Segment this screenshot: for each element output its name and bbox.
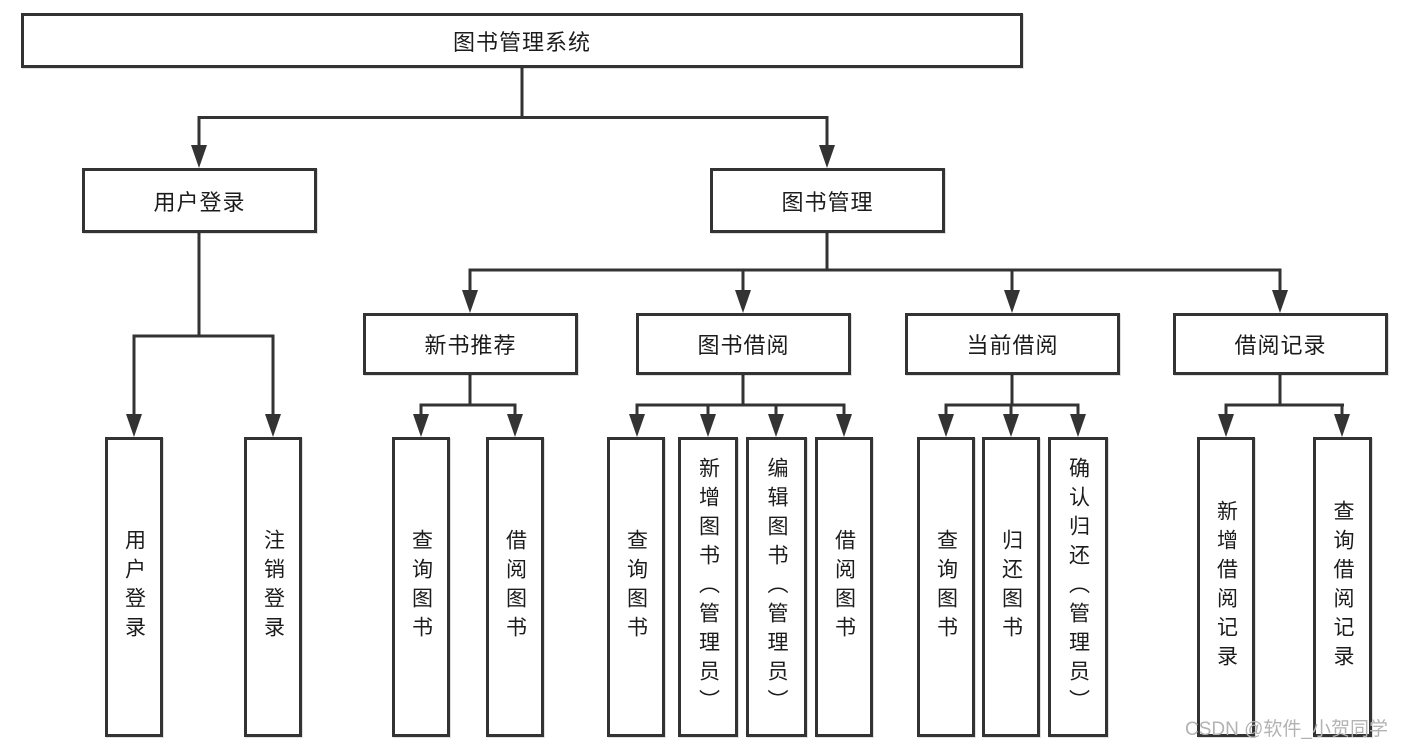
node-label: 图书管理系统 [452, 29, 591, 55]
node-label: 当前借阅 [966, 333, 1059, 358]
leaf-label: 查询借阅记录 [1331, 500, 1354, 674]
leaf-add-books-admin: 新增图书（管理员） [678, 437, 738, 737]
node-current-borrow: 当前借阅 [905, 313, 1120, 375]
leaf-label: 借阅图书 [503, 529, 527, 645]
csdn-watermark: CSDN @软件_小贺同学 [1185, 719, 1388, 740]
arrowheads [126, 145, 1350, 437]
leaf-label: 新增借阅记录 [1214, 500, 1238, 674]
node-new-book-recommend: 新书推荐 [363, 313, 578, 375]
leaf-query-books-borrow: 查询图书 [607, 437, 665, 737]
leaf-label: 借阅图书 [832, 529, 856, 645]
leaf-label: 注销登录 [261, 529, 285, 645]
leaf-logout: 注销登录 [244, 437, 302, 737]
node-label: 图书借阅 [697, 333, 790, 358]
node-book-management: 图书管理 [710, 168, 945, 233]
leaf-label: 查询图书 [409, 529, 433, 645]
leaf-borrow-books-recommend: 借阅图书 [486, 437, 544, 737]
leaf-query-books-current: 查询图书 [917, 437, 975, 737]
leaf-label: 确认归还（管理员） [1066, 456, 1090, 718]
leaf-confirm-return-admin: 确认归还（管理员） [1048, 437, 1108, 737]
node-library-management-system: 图书管理系统 [21, 13, 1023, 68]
node-label: 新书推荐 [424, 333, 517, 358]
leaf-query-books-recommend: 查询图书 [392, 437, 450, 737]
leaf-label: 查询图书 [934, 529, 958, 645]
node-user-login: 用户登录 [82, 168, 317, 233]
leaf-label: 新增图书（管理员） [696, 456, 720, 718]
node-book-borrow: 图书借阅 [636, 313, 851, 375]
leaf-edit-books-admin: 编辑图书（管理员） [746, 437, 807, 737]
node-label: 用户登录 [153, 189, 246, 215]
leaf-return-books: 归还图书 [982, 437, 1040, 737]
leaf-label: 归还图书 [999, 529, 1023, 645]
leaf-add-borrow-record: 新增借阅记录 [1197, 437, 1255, 737]
leaf-borrow-books: 借阅图书 [815, 437, 873, 737]
node-borrow-records: 借阅记录 [1173, 313, 1388, 375]
node-label: 借阅记录 [1234, 333, 1327, 358]
leaf-user-login: 用户登录 [105, 437, 163, 737]
leaf-label: 用户登录 [122, 529, 146, 645]
node-label: 图书管理 [781, 189, 874, 215]
leaf-query-borrow-record: 查询借阅记录 [1313, 437, 1372, 737]
leaf-label: 编辑图书（管理员） [765, 456, 788, 718]
leaf-label: 查询图书 [624, 529, 648, 645]
